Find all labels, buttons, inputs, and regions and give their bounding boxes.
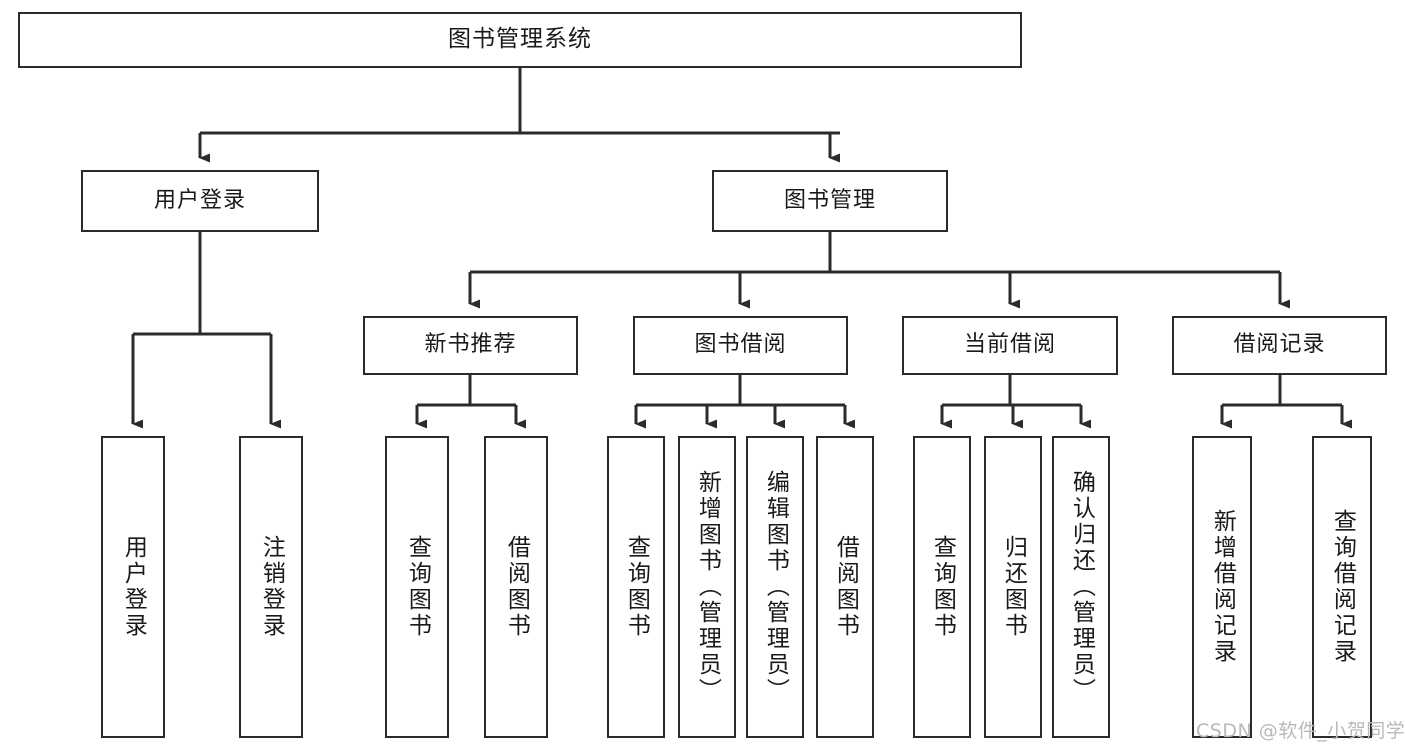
node-new-book-recommend[interactable]: 新书推荐 xyxy=(363,316,578,375)
connector-group-current-borrow xyxy=(940,375,1091,429)
leaf-add-book-admin[interactable]: 新增图书（管理员） xyxy=(678,436,736,738)
leaf-edit-book-admin[interactable]: 编辑图书（管理员） xyxy=(746,436,804,738)
leaf-query-borrow-record[interactable]: 查询借阅记录 xyxy=(1312,436,1372,738)
leaf-borrow-book-recommend[interactable]: 借阅图书 xyxy=(484,436,548,738)
leaf-borrow-book-label: 借阅图书 xyxy=(832,535,859,639)
node-borrow-record-label: 借阅记录 xyxy=(1233,332,1326,358)
node-book-borrow[interactable]: 图书借阅 xyxy=(633,316,848,375)
leaf-return-book-label: 归还图书 xyxy=(1000,535,1027,639)
connector-group-new-book-recommend xyxy=(415,375,526,429)
connector-group-book-management xyxy=(468,232,1290,309)
leaf-query-book-current[interactable]: 查询图书 xyxy=(913,436,971,738)
connector-group-user-login xyxy=(131,232,281,429)
leaf-confirm-return-admin-label: 确认归还（管理员） xyxy=(1068,470,1095,704)
node-new-book-recommend-label: 新书推荐 xyxy=(424,332,517,358)
node-book-management[interactable]: 图书管理 xyxy=(712,170,948,232)
node-root[interactable]: 图书管理系统 xyxy=(18,12,1022,68)
node-user-login-label: 用户登录 xyxy=(153,187,246,213)
leaf-user-login-label: 用户登录 xyxy=(120,535,147,639)
leaf-query-book-recommend-label: 查询图书 xyxy=(404,535,431,639)
node-borrow-record[interactable]: 借阅记录 xyxy=(1172,316,1387,375)
leaf-query-book-borrow[interactable]: 查询图书 xyxy=(607,436,665,738)
leaf-add-borrow-record-label: 新增借阅记录 xyxy=(1209,509,1236,665)
leaf-add-borrow-record[interactable]: 新增借阅记录 xyxy=(1192,436,1252,738)
leaf-logout[interactable]: 注销登录 xyxy=(239,436,303,738)
node-current-borrow-label: 当前借阅 xyxy=(963,332,1056,358)
leaf-user-login[interactable]: 用户登录 xyxy=(101,436,165,738)
leaf-borrow-book-recommend-label: 借阅图书 xyxy=(503,535,530,639)
leaf-return-book[interactable]: 归还图书 xyxy=(984,436,1042,738)
leaf-logout-label: 注销登录 xyxy=(258,535,285,639)
node-current-borrow[interactable]: 当前借阅 xyxy=(902,316,1118,375)
connector-group-root xyxy=(198,68,840,163)
leaf-query-book-recommend[interactable]: 查询图书 xyxy=(385,436,449,738)
leaf-confirm-return-admin[interactable]: 确认归还（管理员） xyxy=(1052,436,1110,738)
leaf-query-book-current-label: 查询图书 xyxy=(929,535,956,639)
leaf-add-book-admin-label: 新增图书（管理员） xyxy=(694,470,721,704)
node-user-login[interactable]: 用户登录 xyxy=(81,170,319,232)
connector-group-borrow-record xyxy=(1220,375,1352,429)
node-book-management-label: 图书管理 xyxy=(783,187,876,213)
leaf-borrow-book[interactable]: 借阅图书 xyxy=(816,436,874,738)
connector-group-book-borrow xyxy=(634,375,855,429)
watermark: CSDN @软件_小贺同学 xyxy=(1196,720,1405,742)
node-book-borrow-label: 图书借阅 xyxy=(694,332,787,358)
leaf-query-borrow-record-label: 查询借阅记录 xyxy=(1329,509,1356,665)
leaf-edit-book-admin-label: 编辑图书（管理员） xyxy=(762,470,789,704)
leaf-query-book-borrow-label: 查询图书 xyxy=(623,535,650,639)
node-root-label: 图书管理系统 xyxy=(448,26,592,53)
